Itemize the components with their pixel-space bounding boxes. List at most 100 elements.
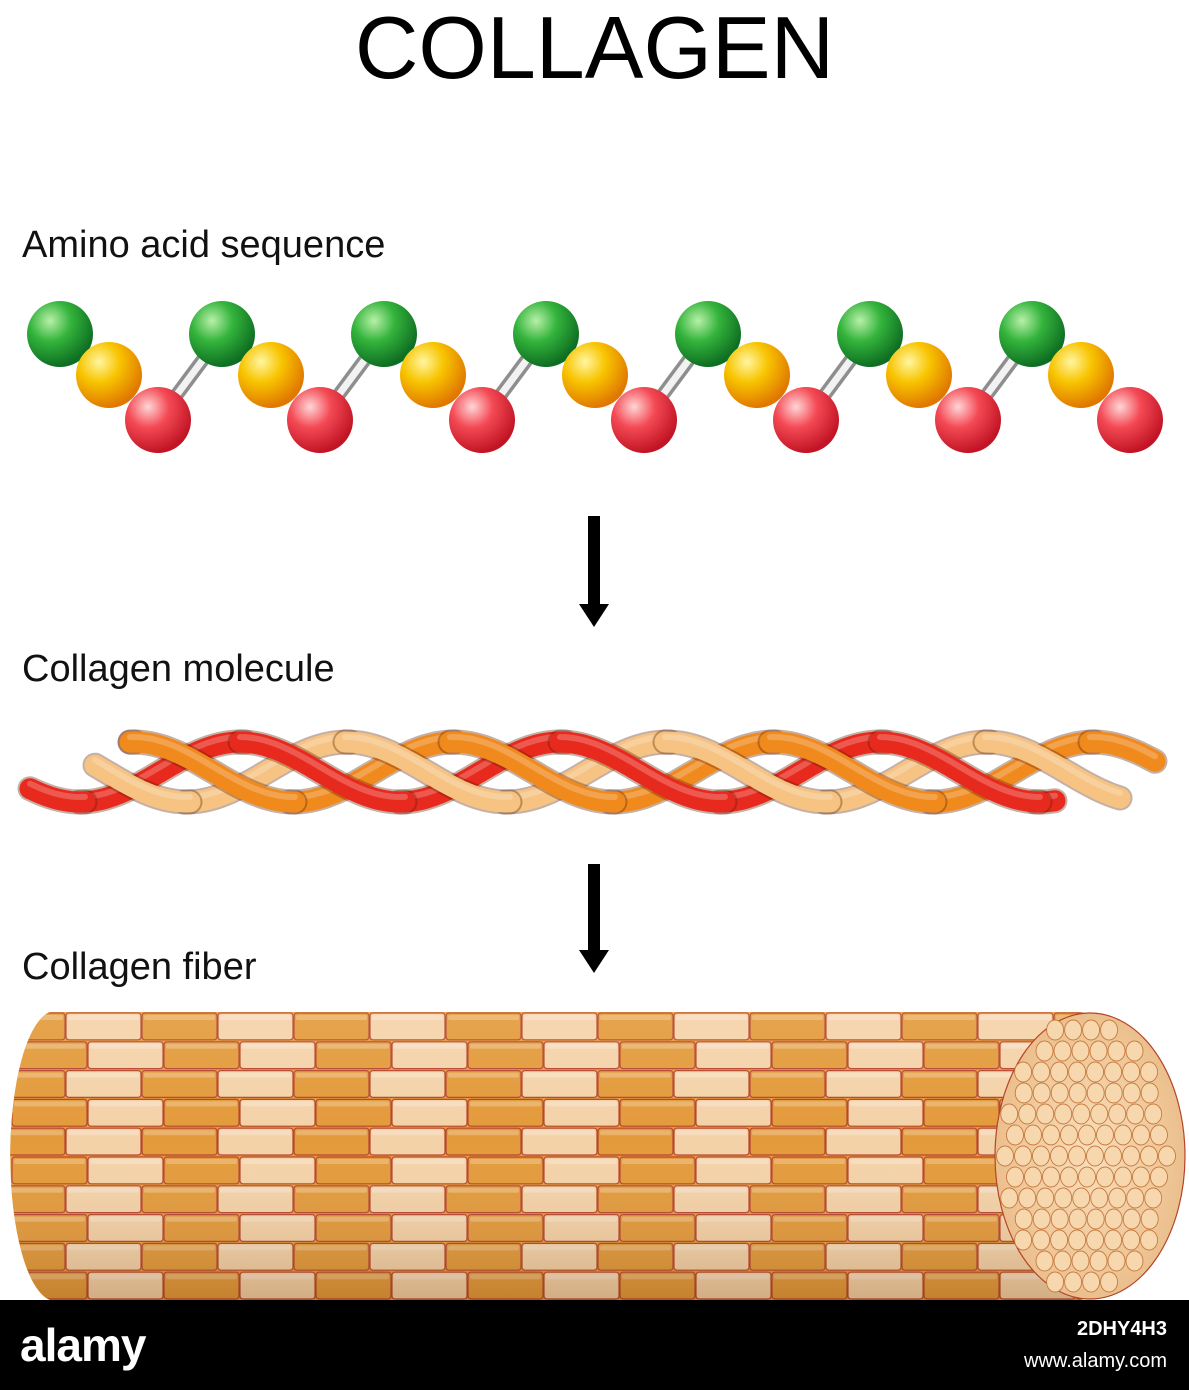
amino-acid-yellow — [562, 342, 628, 408]
fibril-end — [1107, 1250, 1126, 1272]
helix-strand — [599, 731, 786, 813]
helix-strand — [814, 731, 1001, 813]
fibril-end — [1032, 1145, 1050, 1167]
fibril-end — [1096, 1166, 1114, 1188]
fibril-end — [1104, 1229, 1123, 1251]
helix-strand — [229, 731, 416, 813]
helix-strand — [84, 754, 201, 813]
amino-acid-red — [611, 387, 677, 453]
fibril-end — [1068, 1082, 1087, 1104]
fibril-end — [1086, 1145, 1104, 1167]
fibril-end — [996, 1145, 1014, 1167]
fibril-end — [1042, 1166, 1060, 1188]
fibril-end — [1032, 1208, 1051, 1230]
page-title: COLLAGEN — [354, 0, 835, 97]
fibril-end — [1158, 1145, 1176, 1167]
fibril-end — [1064, 1271, 1083, 1293]
fibril-end — [1050, 1061, 1069, 1083]
fibril-end — [1018, 1187, 1037, 1209]
fibril-end — [1140, 1208, 1159, 1230]
fibril-end — [1150, 1166, 1168, 1188]
fibril-end — [1054, 1103, 1073, 1125]
fibril-end — [1000, 1187, 1019, 1209]
fibril-end — [1042, 1124, 1060, 1146]
fibril-end — [1140, 1145, 1158, 1167]
helix-strand — [19, 778, 96, 813]
fibril-end — [1090, 1103, 1109, 1125]
fibril-end — [1032, 1082, 1051, 1104]
amino-acid-yellow — [76, 342, 142, 408]
fibril-end — [1014, 1208, 1033, 1230]
helix-strand — [709, 731, 896, 813]
fibril-end — [1053, 1040, 1072, 1062]
fibril-end — [1050, 1082, 1069, 1104]
helix-strand — [654, 731, 841, 813]
fibril-end — [1122, 1208, 1141, 1230]
fibril-end — [1014, 1082, 1033, 1104]
fibril-end — [1024, 1166, 1042, 1188]
fibril-end — [1104, 1208, 1123, 1230]
fibril-end — [1050, 1229, 1069, 1251]
fibril-end — [1132, 1166, 1150, 1188]
fibril-end — [1053, 1250, 1072, 1272]
fibril-end — [1100, 1271, 1119, 1293]
amino-acid-red — [1097, 387, 1163, 453]
fibril-end — [1108, 1103, 1127, 1125]
brand-logo: alamy — [20, 1319, 146, 1371]
fibril-end — [1144, 1187, 1163, 1209]
fibril-end — [1108, 1187, 1127, 1209]
fibril-end — [1144, 1103, 1163, 1125]
fibril-end — [1068, 1229, 1087, 1251]
fibril-end — [1072, 1187, 1091, 1209]
fibril-end — [1114, 1124, 1132, 1146]
amino-acid-green — [27, 301, 93, 367]
fibril-end — [1018, 1103, 1037, 1125]
fibril-end — [1060, 1166, 1078, 1188]
fibril-end — [1089, 1040, 1108, 1062]
fibril-end — [1140, 1082, 1159, 1104]
label-amino-acid-sequence: Amino acid sequence — [22, 224, 386, 266]
amino-acid-yellow — [400, 342, 466, 408]
amino-acid-red — [773, 387, 839, 453]
fibril-end — [1036, 1103, 1055, 1125]
label-collagen-fiber: Collagen fiber — [22, 946, 257, 988]
helix-strand — [494, 731, 681, 813]
amino-acid-green — [675, 301, 741, 367]
fibril-end — [1082, 1271, 1101, 1293]
fibril-end — [1104, 1145, 1122, 1167]
fibril-end — [1035, 1250, 1054, 1272]
amino-acid-chain — [27, 301, 1163, 453]
amino-acid-yellow — [724, 342, 790, 408]
fibril-end — [1122, 1145, 1140, 1167]
fibril-end — [1104, 1082, 1123, 1104]
fibril-end — [1126, 1103, 1145, 1125]
fibril-end — [1006, 1166, 1024, 1188]
fibril-end — [1035, 1040, 1054, 1062]
fibril-end — [1046, 1019, 1065, 1041]
fibril-end — [1150, 1124, 1168, 1146]
fibril-end — [1064, 1019, 1083, 1041]
helix-strand — [759, 731, 946, 813]
amino-acid-red — [935, 387, 1001, 453]
site-url: www.alamy.com — [1024, 1350, 1167, 1372]
helix-strand — [69, 731, 256, 813]
fibril-segment — [1151, 1271, 1164, 1300]
amino-acid-green — [837, 301, 903, 367]
fibril-end — [1068, 1208, 1087, 1230]
fibril-end — [1126, 1187, 1145, 1209]
fibril-end — [1014, 1229, 1033, 1251]
fibril-end — [1032, 1229, 1051, 1251]
amino-acid-green — [351, 301, 417, 367]
triple-helix — [17, 729, 1168, 815]
helix-strand — [549, 731, 736, 813]
helix-strand — [119, 731, 306, 813]
amino-acid-red — [449, 387, 515, 453]
amino-acid-green — [513, 301, 579, 367]
fibril-end — [1050, 1208, 1069, 1230]
fibril-end — [1122, 1229, 1141, 1251]
fibril-end — [1024, 1124, 1042, 1146]
fibril-end — [1072, 1103, 1091, 1125]
arrow-down-icon — [579, 864, 609, 973]
footer-bar: alamy 2DHY4H3 www.alamy.com — [0, 1300, 1189, 1390]
fibril-end — [1100, 1019, 1119, 1041]
